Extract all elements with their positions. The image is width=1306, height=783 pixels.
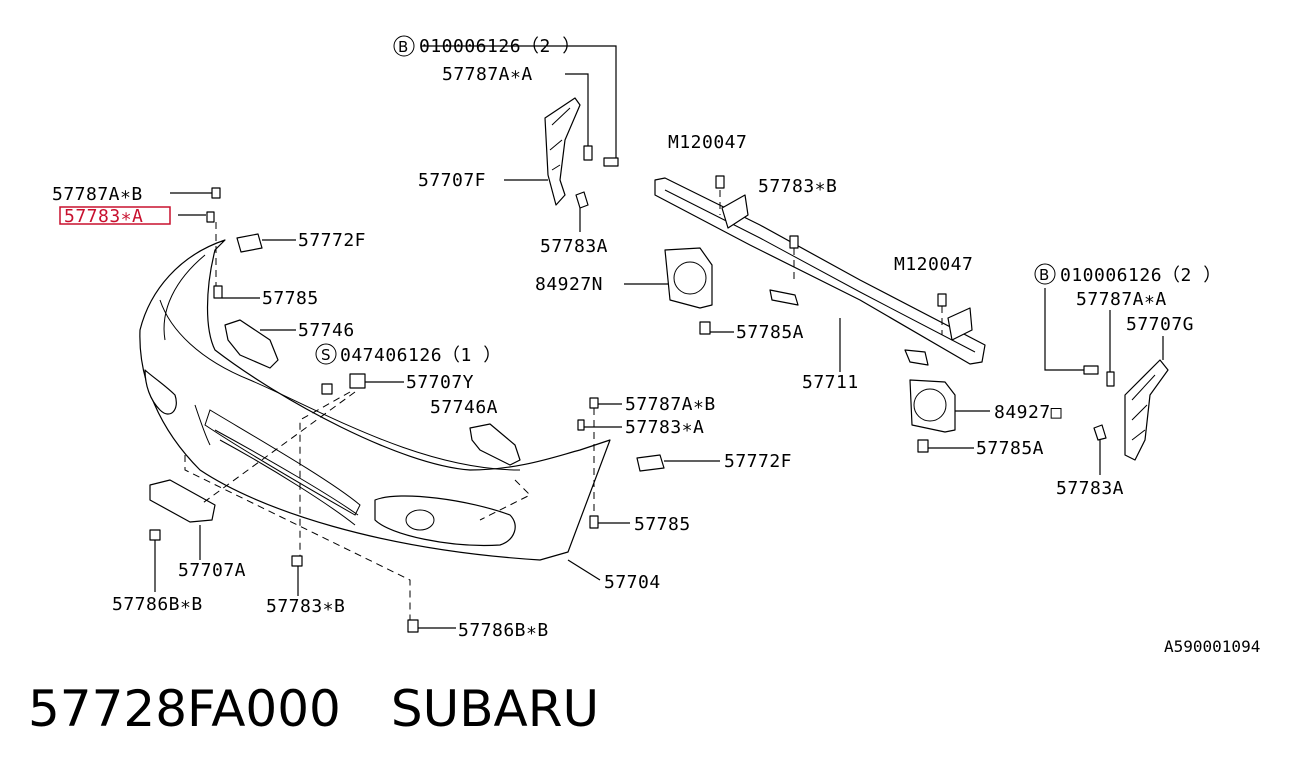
label-57772f-center: 57772F xyxy=(724,451,792,472)
label-57746: 57746 xyxy=(298,320,355,341)
bumper-accessories xyxy=(149,187,720,633)
label-57785a-right: 57785A xyxy=(976,438,1044,459)
label-57783-b-bottom: 57783∗B xyxy=(266,596,345,617)
label-57783a-right: 57783A xyxy=(1056,478,1124,499)
label-010006126-top: 010006126（2 ） xyxy=(419,36,581,57)
label-57711: 57711 xyxy=(802,372,859,393)
label-m120047-right: M120047 xyxy=(894,254,973,275)
screw-symbol-letter: S xyxy=(321,346,331,364)
label-57787a-b-left: 57787A∗B xyxy=(52,184,143,205)
label-57786b-b-bottom: 57786B∗B xyxy=(458,620,549,641)
reference-code: A590001094 xyxy=(1164,637,1260,656)
bracket-57707g-group xyxy=(1044,288,1169,475)
bolt-symbol-2 xyxy=(1034,263,1056,285)
label-010006126-right: 010006126（2 ） xyxy=(1060,265,1222,286)
label-57704: 57704 xyxy=(604,572,661,593)
label-57787a-a-top: 57787A∗A xyxy=(442,64,533,85)
brand-name: SUBARU xyxy=(390,680,600,738)
highlight-box xyxy=(59,206,171,225)
bolt-symbol-1-letter: B xyxy=(398,38,408,56)
label-57707y: 57707Y xyxy=(406,372,474,393)
label-57707f: 57707F xyxy=(418,170,486,191)
label-57785a-center: 57785A xyxy=(736,322,804,343)
label-57772f-left: 57772F xyxy=(298,230,366,251)
front-bumper-57704 xyxy=(139,239,611,561)
label-57783-b-top: 57783∗B xyxy=(758,176,837,197)
label-m120047-top: M120047 xyxy=(668,132,747,153)
label-57707g: 57707G xyxy=(1126,314,1194,335)
label-57707a: 57707A xyxy=(178,560,246,581)
bolt-symbol-1 xyxy=(393,35,415,57)
label-57783-a-center: 57783∗A xyxy=(625,417,704,438)
callout-labels: B 010006126（2 ） 57787A∗A 57707F 57783A 8… xyxy=(52,35,1260,656)
part-number: 57728FA000 xyxy=(28,680,341,738)
label-047406126: 047406126（1 ） xyxy=(340,345,502,366)
label-57787a-b-center: 57787A∗B xyxy=(625,394,716,415)
label-57783-a-highlighted: 57783∗A xyxy=(64,206,143,227)
reinforcement-beam-57711 xyxy=(624,175,990,453)
label-57787a-a-right: 57787A∗A xyxy=(1076,289,1167,310)
bracket-57707f-group xyxy=(422,45,619,232)
label-57746a: 57746A xyxy=(430,397,498,418)
label-57785-left: 57785 xyxy=(262,288,319,309)
label-57783a-top: 57783A xyxy=(540,236,608,257)
screw-symbol xyxy=(315,343,337,365)
label-57786b-b-left: 57786B∗B xyxy=(112,594,203,615)
label-84927-box: 84927□ xyxy=(994,402,1062,423)
part-title: 57728FA000 SUBARU xyxy=(28,680,599,738)
label-84927n: 84927N xyxy=(535,274,603,295)
label-57785-center: 57785 xyxy=(634,514,691,535)
bolt-symbol-2-letter: B xyxy=(1039,266,1049,284)
